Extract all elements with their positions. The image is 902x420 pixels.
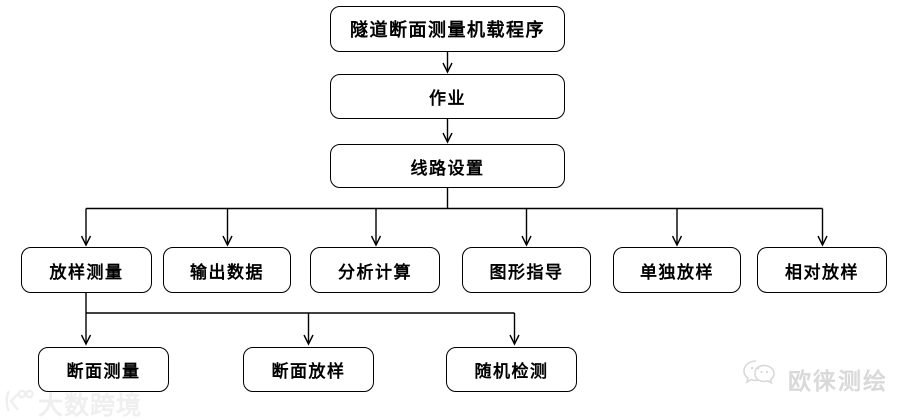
watermark-right-text: 欧徕测绘 (788, 368, 888, 394)
node-output-data: 输出数据 (163, 247, 291, 293)
node-section-survey: 断面测量 (38, 347, 169, 392)
node-relative-stakeout: 相对放样 (757, 247, 887, 293)
watermark-bottom-right: 欧徕测绘 (742, 358, 888, 400)
node-job: 作业 (330, 74, 565, 119)
node-stakeout-survey: 放样测量 (21, 247, 152, 293)
wechat-icon (742, 358, 780, 400)
node-graphic-guide: 图形指导 (462, 247, 591, 293)
node-section-stakeout: 断面放样 (243, 347, 374, 392)
node-root: 隧道断面测量机载程序 (330, 6, 565, 52)
k100-logo-icon (4, 388, 34, 420)
node-single-stakeout: 单独放样 (613, 247, 741, 293)
node-random-check: 随机检测 (446, 347, 577, 392)
node-line-setup: 线路设置 (330, 144, 565, 188)
node-analysis-calc: 分析计算 (310, 247, 440, 293)
